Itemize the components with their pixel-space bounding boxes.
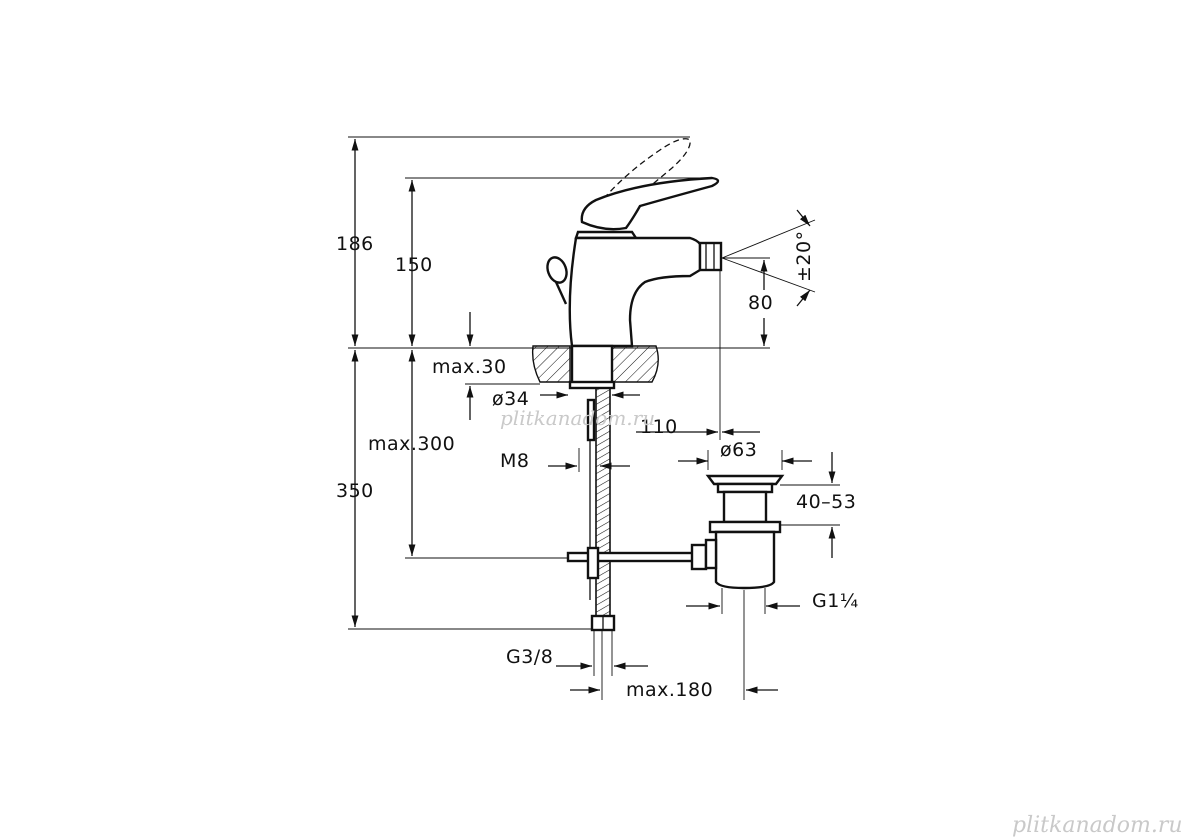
label-g3-8: G3/8	[506, 646, 553, 668]
label-40-53: 40–53	[796, 491, 856, 513]
watermark-corner: plitkanadom.ru	[1012, 813, 1183, 838]
label-max-30: max.30	[432, 356, 507, 378]
watermark-center: plitkanadom.ru	[500, 406, 655, 430]
label-150: 150	[395, 254, 433, 276]
label-diameter-63: ø63	[720, 439, 757, 461]
label-angle-20: ±20°	[793, 230, 815, 282]
dimension-lines	[351, 139, 840, 700]
waste-valve	[704, 474, 785, 590]
popup-rod	[566, 543, 708, 580]
label-diameter-34: ø34	[492, 388, 529, 410]
label-g1-1-4: G1¼	[812, 590, 859, 612]
dimension-labels: 186 150 80 max.30 ø34 110 max.300 M8 350…	[336, 230, 859, 701]
faucet-body	[546, 138, 723, 390]
label-max-300: max.300	[368, 433, 455, 455]
label-80: 80	[748, 292, 773, 314]
label-350: 350	[336, 480, 374, 502]
label-110: 110	[640, 416, 678, 438]
countertop-section	[531, 345, 659, 383]
label-186: 186	[336, 233, 374, 255]
label-max-180: max.180	[626, 679, 713, 701]
label-m8: M8	[500, 450, 529, 472]
